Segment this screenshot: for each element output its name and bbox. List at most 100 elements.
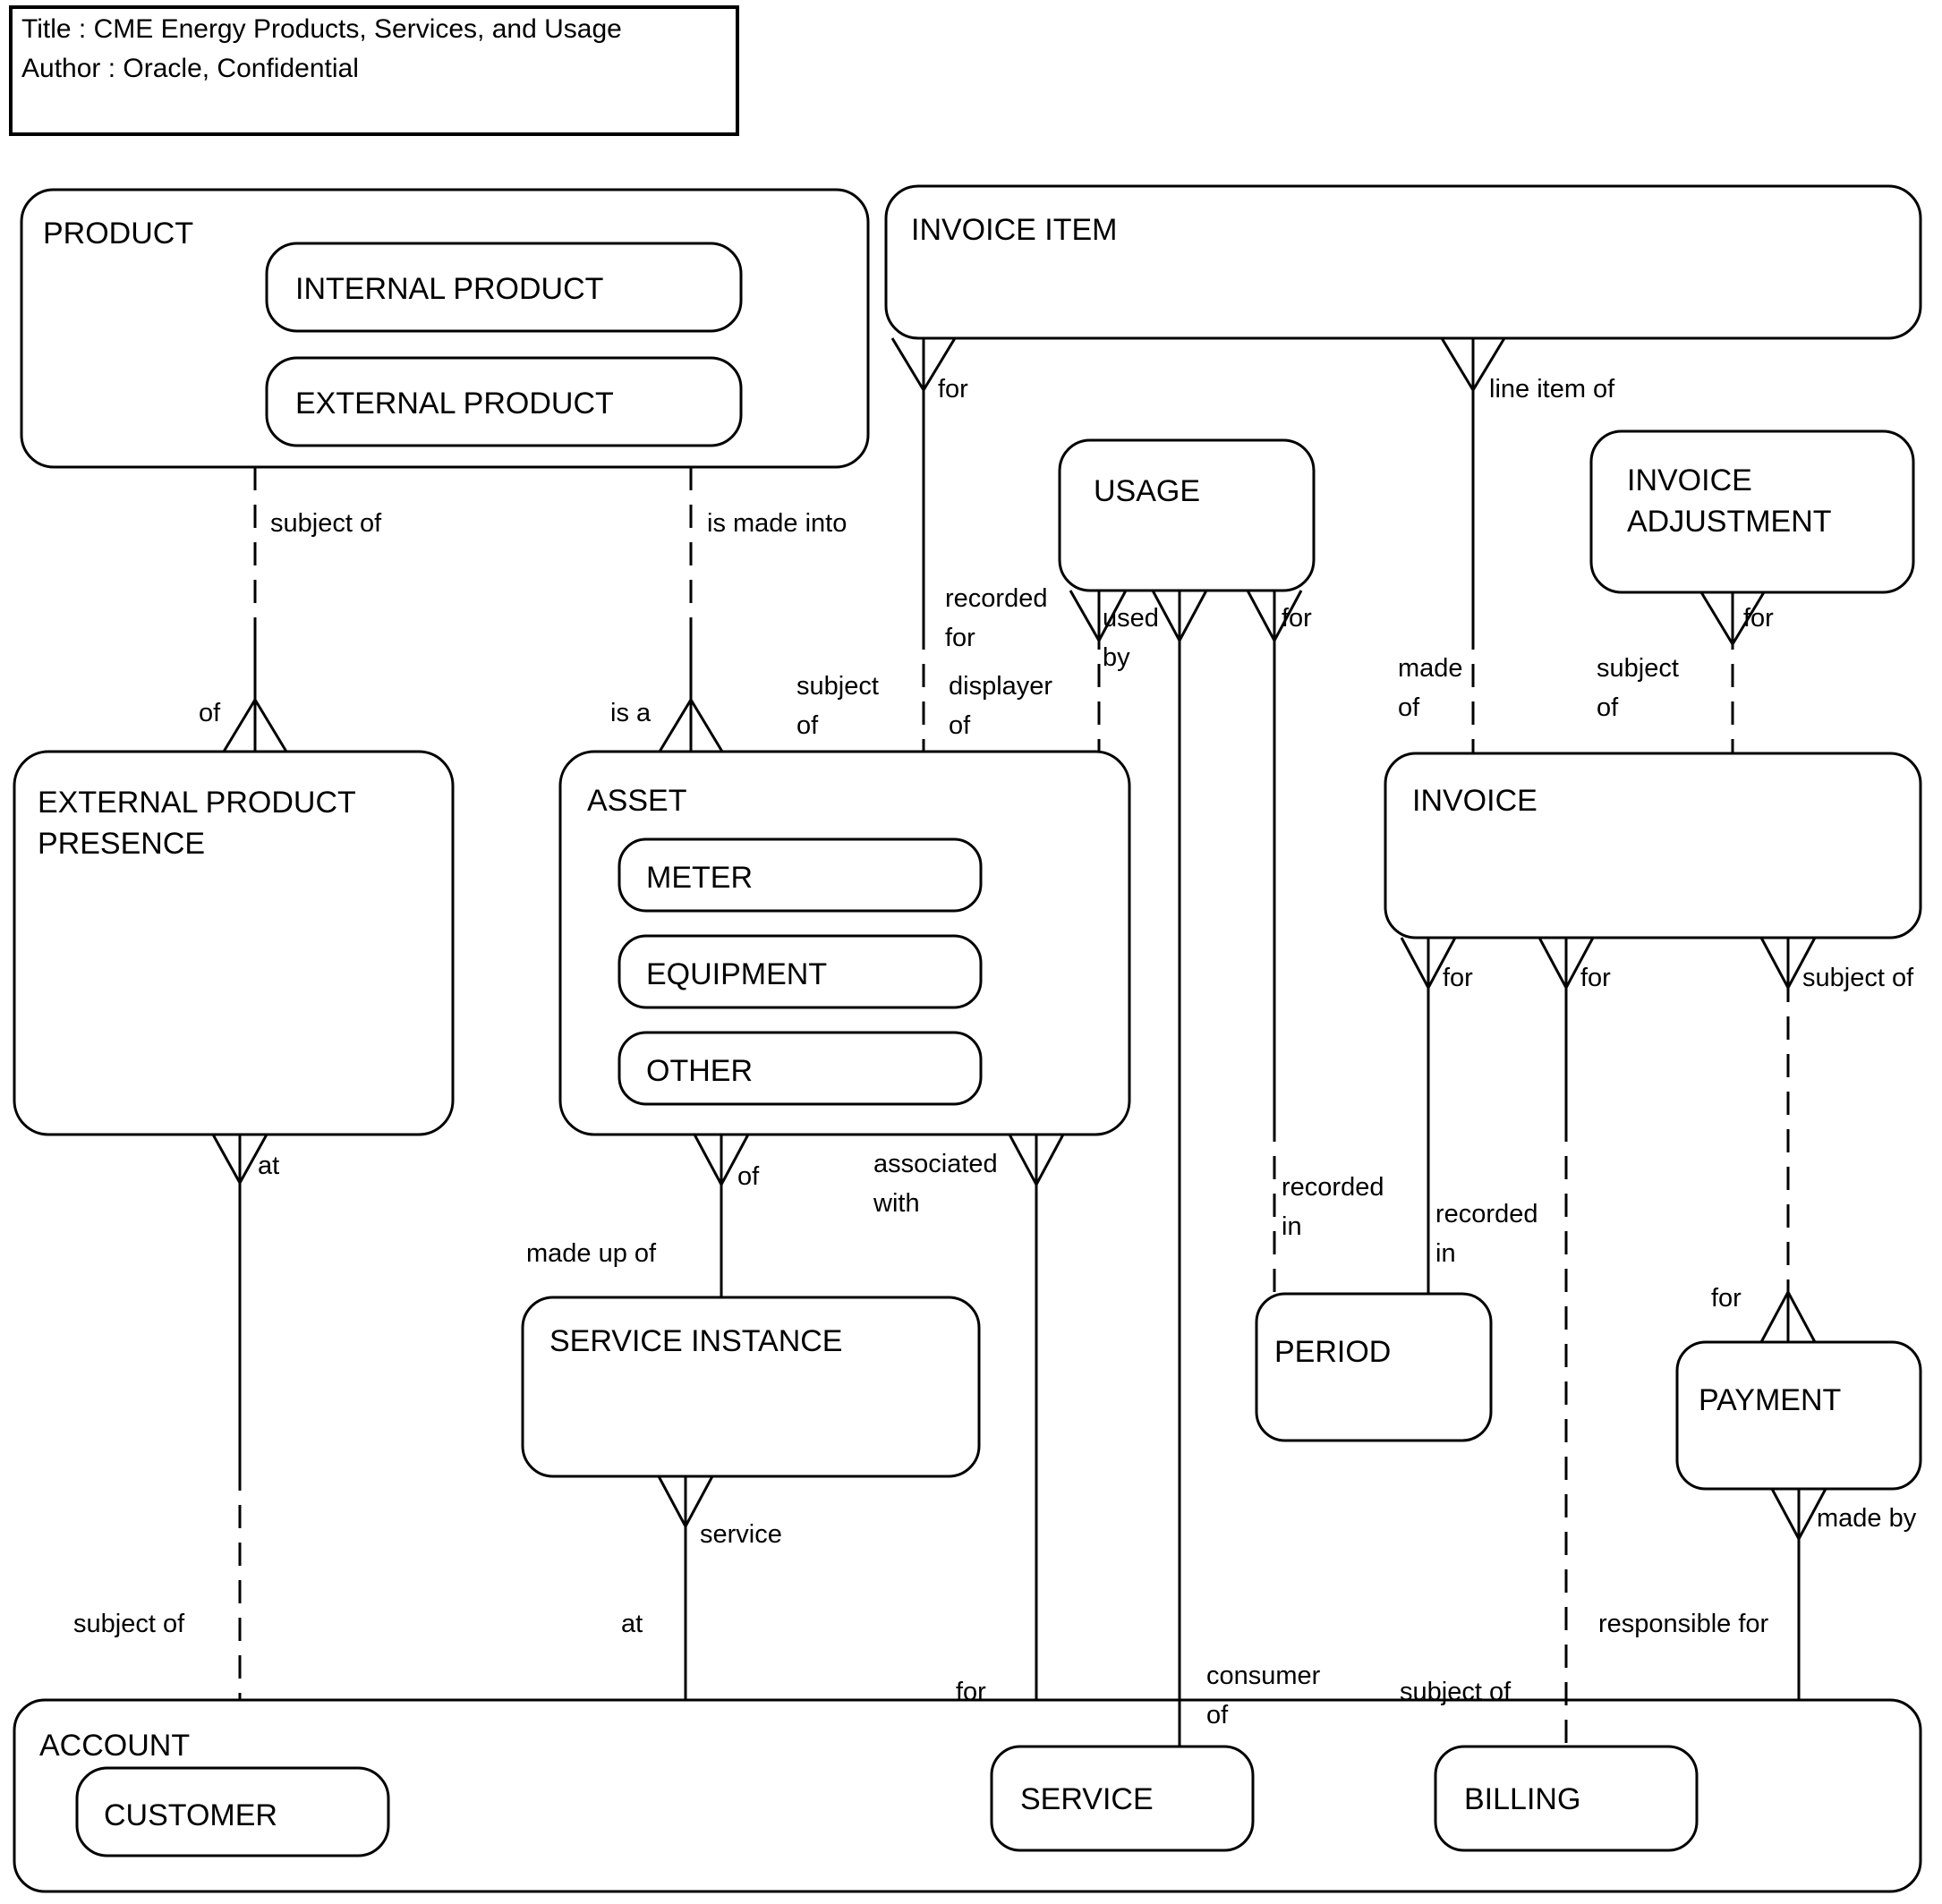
rel-usage-used-by-line2: by: [1103, 643, 1130, 672]
entity-payment-label: PAYMENT: [1699, 1383, 1841, 1417]
rel-period-recorded-in-2-line1: recorded: [1435, 1200, 1537, 1228]
rel-asset-associated-with-line1: associated: [873, 1150, 998, 1178]
subtype-internal-product-label: INTERNAL PRODUCT: [295, 272, 603, 306]
subtype-meter-box[interactable]: [618, 837, 983, 913]
rel-invoice-made-of-line1: made: [1398, 654, 1463, 683]
rel-service-consumer-of-line1: consumer: [1206, 1662, 1321, 1690]
rel-epp-at: at: [258, 1152, 279, 1180]
rel-service-instance-at: at: [621, 1610, 643, 1638]
entity-asset-box[interactable]: [558, 750, 1131, 1136]
subtype-equipment-label: EQUIPMENT: [646, 957, 827, 991]
rel-service-instance-service: service: [700, 1520, 782, 1549]
rel-product-subject-of: subject of: [270, 509, 382, 538]
rel-service-consumer-of-line2: of: [1206, 1701, 1229, 1730]
subtype-external-product-box[interactable]: [265, 356, 743, 447]
rel-usage-for: for: [1282, 604, 1312, 633]
crowsfoot-invoice-for-1: [1400, 937, 1457, 991]
author-line: Author : Oracle, Confidential: [21, 54, 359, 83]
subtype-external-product-label: EXTERNAL PRODUCT: [295, 387, 614, 421]
crowsfoot-invoiceitem-lineitemof: [1440, 337, 1506, 393]
entity-invoice-label: INVOICE: [1412, 784, 1537, 818]
entity-asset-label: ASSET: [587, 784, 686, 818]
entity-epp-label-1: EXTERNAL PRODUCT: [38, 786, 356, 820]
title-block-border: [9, 5, 739, 136]
entity-usage-label: USAGE: [1094, 474, 1200, 508]
crowsfoot-invoice-for-2: [1537, 937, 1595, 991]
rel-usage-displayer-of-line2: of: [949, 711, 971, 740]
title-line: Title : CME Energy Products, Services, a…: [21, 14, 622, 44]
entity-period-label: PERIOD: [1274, 1335, 1391, 1369]
crowsfoot-asset-of: [693, 1134, 750, 1188]
subtype-equipment-box[interactable]: [618, 934, 983, 1009]
rel-invoice-item-line-item-of: line item of: [1489, 375, 1615, 404]
subtype-meter-label: METER: [646, 861, 753, 895]
rel-invoice-subject-of: subject of: [1802, 964, 1914, 992]
subtype-other-label: OTHER: [646, 1054, 753, 1088]
rel-payment-made-by: made by: [1817, 1504, 1917, 1533]
entity-invoice-item-label: INVOICE ITEM: [911, 213, 1117, 247]
rel-asset-is-a: is a: [610, 699, 652, 727]
rel-epp-of: of: [199, 699, 221, 727]
subtype-customer-label: CUSTOMER: [104, 1798, 277, 1832]
rel-invoice-subject-of-adj-line1: subject: [1597, 654, 1679, 683]
rel-asset-subject-of-line2: of: [796, 711, 819, 740]
entity-usage-box[interactable]: [1058, 438, 1316, 592]
rel-billing-responsible-for: responsible for: [1598, 1610, 1769, 1638]
rel-service-for: for: [956, 1678, 986, 1706]
crowsfoot-epp-at: [211, 1134, 268, 1186]
rel-asset-associated-with-line2: with: [873, 1189, 920, 1218]
entity-epp-label-2: PRESENCE: [38, 827, 205, 861]
rel-invoice-for-2: for: [1580, 964, 1611, 992]
rel-period-recorded-in-1-line1: recorded: [1282, 1173, 1384, 1202]
rel-asset-of: of: [737, 1162, 760, 1191]
rel-period-recorded-in-1-line2: in: [1282, 1212, 1302, 1241]
rel-usage-recorded-for-line2: for: [945, 624, 975, 652]
entity-account-label: ACCOUNT: [39, 1729, 190, 1763]
rel-payment-for: for: [1711, 1284, 1742, 1313]
crowsfoot-epp-of: [222, 697, 288, 752]
entity-billing-label: BILLING: [1464, 1782, 1580, 1816]
crowsfoot-asset-is-a: [658, 697, 724, 752]
entity-account-box[interactable]: [13, 1698, 1922, 1893]
subtype-customer-box[interactable]: [75, 1766, 390, 1857]
crowsfoot-usage-for: [1246, 590, 1303, 644]
crowsfoot-invoice-subjectof: [1759, 937, 1817, 991]
rel-period-recorded-in-2-line2: in: [1435, 1239, 1456, 1268]
rel-invoice-item-for: for: [938, 375, 968, 404]
rel-usage-displayer-of-line1: displayer: [949, 672, 1052, 701]
entity-product-box[interactable]: [20, 188, 870, 469]
rel-usage-recorded-for-line1: recorded: [945, 584, 1047, 613]
crowsfoot-invoiceitem-for: [890, 337, 957, 393]
rel-invoice-subject-of-adj-line2: of: [1597, 693, 1619, 722]
crowsfoot-adjustment-for: [1699, 591, 1766, 647]
entity-billing-box[interactable]: [1434, 1745, 1699, 1852]
entity-invoice-adjustment-label-2: ADJUSTMENT: [1627, 505, 1832, 539]
entity-period-box[interactable]: [1255, 1292, 1493, 1442]
entity-invoice-adjustment-label-1: INVOICE: [1627, 463, 1752, 497]
subtype-other-box[interactable]: [618, 1031, 983, 1106]
crowsfoot-payment-for: [1759, 1288, 1817, 1343]
entity-invoice-adjustment-box[interactable]: [1589, 429, 1915, 594]
rel-usage-used-by-line1: used: [1103, 604, 1159, 633]
rel-invoice-for-1: for: [1443, 964, 1473, 992]
entity-service-instance-box[interactable]: [521, 1296, 981, 1478]
crowsfoot-asset-associatedwith: [1008, 1134, 1065, 1188]
rel-invoice-adjustment-for: for: [1743, 604, 1774, 633]
rel-service-instance-made-up-of: made up of: [526, 1239, 657, 1268]
subtype-internal-product-box[interactable]: [265, 242, 743, 333]
entity-invoice-box[interactable]: [1384, 752, 1922, 939]
rel-product-is-made-into: is made into: [707, 509, 847, 538]
crowsfoot-usage-mid: [1151, 590, 1208, 644]
crowsfoot-serviceinstance-service: [657, 1475, 714, 1530]
rel-account-subject-of: subject of: [73, 1610, 185, 1638]
crowsfoot-payment-madeby: [1770, 1488, 1827, 1543]
entity-invoice-item-box[interactable]: [884, 184, 1922, 340]
entity-service-instance-label: SERVICE INSTANCE: [549, 1324, 842, 1358]
entity-product-label: PRODUCT: [43, 217, 193, 251]
entity-external-product-presence-box[interactable]: [13, 750, 455, 1136]
rel-asset-subject-of-line1: subject: [796, 672, 879, 701]
entity-service-label: SERVICE: [1020, 1782, 1154, 1816]
entity-service-box[interactable]: [990, 1745, 1255, 1852]
